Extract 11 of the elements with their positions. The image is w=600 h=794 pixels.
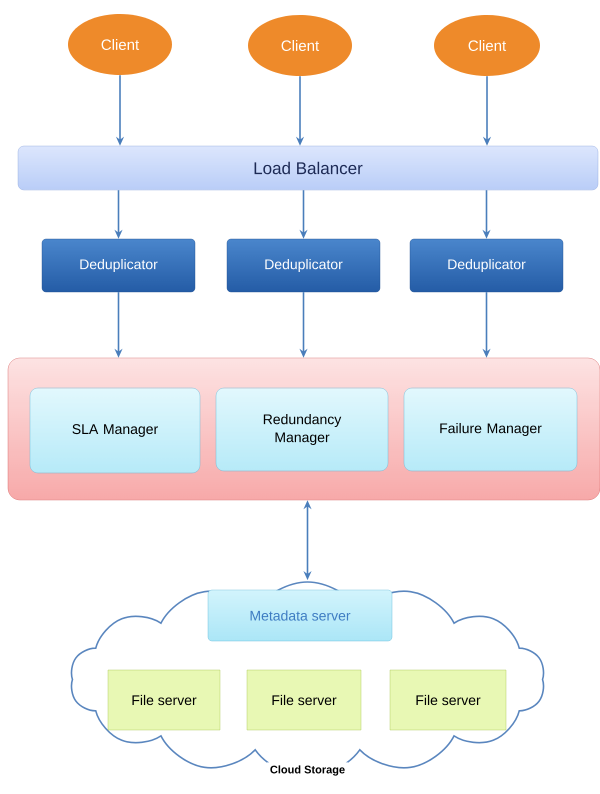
- manager-box: Failure Manager: [404, 388, 578, 472]
- manager-box: Redundancy Manager: [216, 388, 388, 472]
- file-server-box: File server: [246, 670, 362, 730]
- load-balancer-bar: Load Balancer: [18, 146, 598, 190]
- deduplicator-box: Deduplicator: [42, 238, 196, 292]
- manager-box: SLA Manager: [30, 388, 200, 474]
- metadata-server-box: Metadata server: [208, 590, 392, 642]
- file-server-box: File server: [390, 670, 506, 730]
- deduplicator-box: Deduplicator: [410, 238, 564, 292]
- file-server-box: File server: [108, 670, 220, 730]
- deduplicator-box: Deduplicator: [226, 238, 380, 292]
